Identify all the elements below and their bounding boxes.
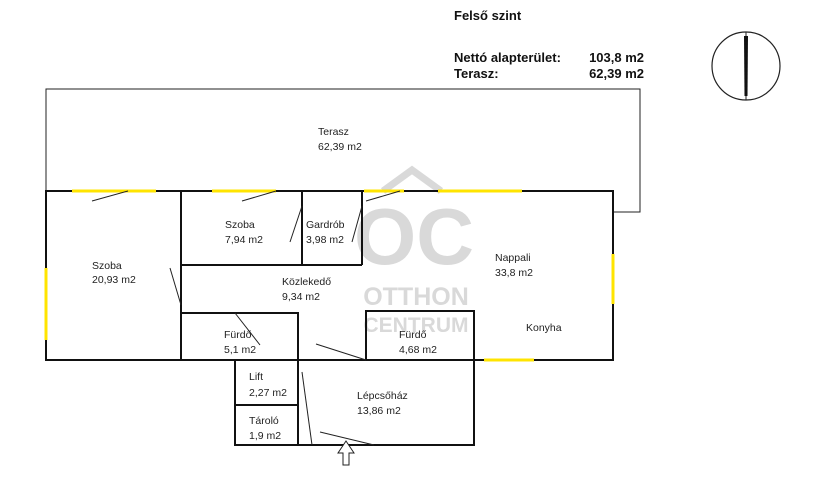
room-kozlekedo-area: 9,34 m2	[282, 291, 320, 303]
room-furdo-right-name: Fürdő	[399, 329, 427, 341]
room-lepcsohaz-name: Lépcsőház	[357, 390, 408, 402]
room-tarolo-name: Tároló	[249, 415, 279, 427]
door	[289, 205, 303, 243]
door	[315, 343, 367, 361]
north-arrow-icon	[711, 31, 781, 101]
net-area-label: Nettó alapterület:	[454, 50, 561, 65]
room-lift-name: Lift	[249, 371, 263, 383]
floor-title: Felső szint	[454, 8, 522, 23]
room-szoba-big-name: Szoba	[92, 260, 122, 272]
room-konyha-name: Konyha	[526, 322, 562, 334]
net-area-value: 103,8 m2	[589, 50, 644, 65]
terrace-outline	[45, 88, 641, 213]
room-furdo-right-area: 4,68 m2	[399, 344, 437, 356]
room-terasz-name: Terasz	[318, 126, 349, 138]
watermark-line1: OTTHON	[363, 283, 469, 311]
room-nappali-area: 33,8 m2	[495, 267, 533, 279]
door	[234, 312, 261, 346]
room-tarolo-area: 1,9 m2	[249, 430, 281, 442]
watermark-logo: OC OTTHON CENTRUM	[354, 165, 474, 337]
door	[351, 205, 363, 243]
door	[319, 431, 375, 446]
terrace-label: Terasz:	[454, 66, 499, 81]
room-gardrob-name: Gardrób	[306, 219, 345, 231]
door	[91, 190, 129, 202]
door	[241, 190, 277, 202]
room-lepcsohaz-area: 13,86 m2	[357, 405, 401, 417]
room-labels: Terasz 62,39 m2 Szoba 20,93 m2 Szoba 7,9…	[92, 126, 562, 442]
room-nappali-name: Nappali	[495, 252, 531, 264]
entrance-arrow-icon	[337, 440, 355, 466]
windows	[44, 189, 615, 362]
room-gardrob-area: 3,98 m2	[306, 234, 344, 246]
door	[169, 267, 182, 306]
room-szoba-small-name: Szoba	[225, 219, 255, 231]
terrace-value: 62,39 m2	[589, 66, 644, 81]
room-szoba-big-area: 20,93 m2	[92, 274, 136, 286]
room-furdo-left-name: Fürdő	[224, 329, 252, 341]
watermark-roof-icon	[380, 165, 444, 194]
room-furdo-left-area: 5,1 m2	[224, 344, 256, 356]
watermark-line2: CENTRUM	[364, 314, 469, 337]
doors	[91, 190, 401, 446]
room-kozlekedo-name: Közlekedő	[282, 276, 331, 288]
room-terasz-area: 62,39 m2	[318, 141, 362, 153]
room-lift-area: 2,27 m2	[249, 387, 287, 399]
watermark-oc: OC	[354, 192, 474, 281]
net-area-row: Nettó alapterület: 103,8 m2	[454, 50, 644, 65]
door	[365, 190, 401, 202]
wall-stairwell	[234, 359, 475, 446]
door	[301, 371, 313, 446]
room-szoba-small-area: 7,94 m2	[225, 234, 263, 246]
terrace-row: Terasz: 62,39 m2	[454, 66, 644, 81]
